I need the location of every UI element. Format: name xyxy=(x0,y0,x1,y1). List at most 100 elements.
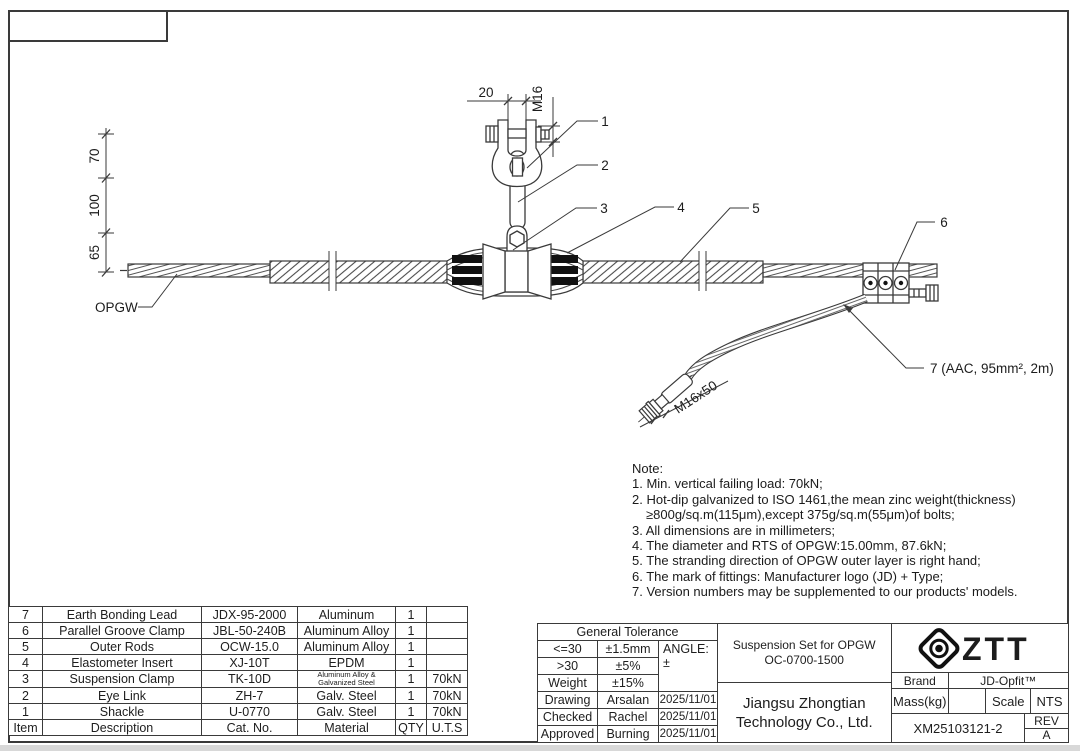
notes-block: Note: 1. Min. vertical failing load: 70k… xyxy=(632,461,1017,600)
part-uts xyxy=(426,638,468,655)
tolerance-range-2: >30 xyxy=(537,656,598,675)
dim-100-label: 100 xyxy=(87,194,102,217)
part-cat-no: OCW-15.0 xyxy=(201,638,298,655)
page-edge-shadow xyxy=(0,745,1080,751)
lead-terminal-bolt xyxy=(638,373,693,424)
drawing-number-cell: XM25103121-2 xyxy=(890,713,1026,743)
part-description: Parallel Groove Clamp xyxy=(42,622,202,639)
angle-label: ANGLE: xyxy=(663,641,709,656)
part-description: Elastometer Insert xyxy=(42,654,202,671)
sig-role-approved: Approved xyxy=(537,724,598,743)
ztt-logo-mark xyxy=(918,627,960,669)
note-line: 7. Version numbers may be supplemented t… xyxy=(632,584,1018,600)
parts-header-row: Item Description Cat. No. Material QTY U… xyxy=(8,719,468,736)
tolerance-range-1: <=30 xyxy=(537,639,598,658)
part-cat-no: ZH-7 xyxy=(201,687,298,704)
callout-6: 6 xyxy=(940,215,948,230)
sig-date-approved: 2025/11/01 xyxy=(658,724,718,743)
opgw-label-text: OPGW xyxy=(95,300,138,315)
note-line: 4. The diameter and RTS of OPGW:15.00mm,… xyxy=(632,538,947,554)
part-qty: 1 xyxy=(395,670,427,688)
part-description: Outer Rods xyxy=(42,638,202,655)
corner-title-box xyxy=(8,10,168,42)
tolerance-angle-cell: ANGLE: ± xyxy=(658,639,718,692)
product-title-line2: OC-0700-1500 xyxy=(764,653,844,668)
shackle xyxy=(485,119,550,188)
tolerance-value-2: ±5% xyxy=(596,656,660,675)
part-cat-no: JBL-50-240B xyxy=(201,622,298,639)
parts-row-6: 6 Parallel Groove Clamp JBL-50-240B Alum… xyxy=(8,622,468,639)
lead-callout-7: 7 (AAC, 95mm², 2m) xyxy=(843,304,1054,376)
sig-name-approved: Burning xyxy=(596,724,660,743)
parts-row-7: 7 Earth Bonding Lead JDX-95-2000 Aluminu… xyxy=(8,606,468,623)
opgw-cable-left xyxy=(120,263,271,278)
ztt-logo-text: ZTT xyxy=(962,631,1030,667)
parts-header-item: Item xyxy=(8,719,43,736)
logo-cell: ZTT xyxy=(890,623,1069,674)
part-item: 4 xyxy=(8,654,43,671)
part-item: 1 xyxy=(8,703,43,720)
brand-value-cell: JD-Opfit™ xyxy=(947,672,1069,690)
note-line: Note: xyxy=(632,461,664,476)
callout-5: 5 xyxy=(752,201,760,216)
product-title-line1: Suspension Set for OPGW xyxy=(732,638,876,653)
part-description: Suspension Clamp xyxy=(42,670,202,688)
note-line: 1. Min. vertical failing load: 70kN; xyxy=(632,476,823,492)
callout-1: 1 xyxy=(601,114,609,129)
sig-role-checked: Checked xyxy=(537,707,598,726)
note-line: 3. All dimensions are in millimeters; xyxy=(632,522,836,538)
callout-2: 2 xyxy=(601,158,609,173)
part-material: Aluminum xyxy=(297,606,396,623)
sig-date-checked: 2025/11/01 xyxy=(658,707,718,726)
sig-name-checked: Rachel xyxy=(596,707,660,726)
part-item: 6 xyxy=(8,622,43,639)
opgw-cable-right xyxy=(762,263,938,278)
parts-row-3: 3 Suspension Clamp TK-10D Aluminum Alloy… xyxy=(8,670,468,688)
scale-value-cell: NTS xyxy=(1030,688,1069,715)
part-material: Aluminum Alloy xyxy=(297,638,396,655)
parts-row-5: 5 Outer Rods OCW-15.0 Aluminum Alloy 1 xyxy=(8,638,468,655)
part-item: 2 xyxy=(8,687,43,704)
part-uts: 70kN xyxy=(426,703,468,720)
part-uts: 70kN xyxy=(426,670,468,688)
part-material: EPDM xyxy=(297,654,396,671)
part-qty: 1 xyxy=(395,687,427,704)
callout-4: 4 xyxy=(677,200,685,215)
sig-role-drawing: Drawing xyxy=(537,690,598,709)
title-block: General Tolerance <=30 ±1.5mm >30 ±5% We… xyxy=(537,623,1069,743)
note-line: 5. The stranding direction of OPGW outer… xyxy=(632,553,981,569)
part-item: 3 xyxy=(8,670,43,688)
parts-row-2: 2 Eye Link ZH-7 Galv. Steel 1 70kN xyxy=(8,687,468,704)
part-cat-no: XJ-10T xyxy=(201,654,298,671)
part-material: Aluminum Alloy xyxy=(297,622,396,639)
rev-value-cell: A xyxy=(1024,727,1069,743)
parts-row-4: 4 Elastometer Insert XJ-10T EPDM 1 xyxy=(8,654,468,671)
product-title-cell: Suspension Set for OPGW OC-0700-1500 xyxy=(716,623,892,684)
part-item: 7 xyxy=(8,606,43,623)
outer-rods-left xyxy=(269,251,448,291)
part-cat-no: JDX-95-2000 xyxy=(201,606,298,623)
part-qty: 1 xyxy=(395,703,427,720)
parts-header-description: Description xyxy=(42,719,202,736)
parts-header-qty: QTY xyxy=(395,719,427,736)
note-line: ≥800g/sq.m(115μm),except 375g/sq.m(55μm)… xyxy=(646,507,955,523)
part-qty: 1 xyxy=(395,638,427,655)
dim-65-label: 65 xyxy=(87,245,102,260)
pg-clamp-side-bolt xyxy=(908,284,939,302)
angle-value: ± xyxy=(663,655,670,670)
parts-table: 7 Earth Bonding Lead JDX-95-2000 Aluminu… xyxy=(8,606,468,736)
dim-m16-label: M16 xyxy=(530,86,545,112)
part-qty: 1 xyxy=(395,606,427,623)
dim-70-label: 70 xyxy=(87,148,102,163)
callouts: 1 2 3 4 5 6 xyxy=(512,114,948,271)
dimension-20-m16: 20 M16 xyxy=(467,85,560,157)
callout-3: 3 xyxy=(600,201,608,216)
scale-label-cell: Scale xyxy=(985,688,1032,715)
parts-header-cat-no: Cat. No. xyxy=(201,719,298,736)
part-qty: 1 xyxy=(395,654,427,671)
parallel-groove-clamp xyxy=(862,262,939,304)
elastomer-insert-bars xyxy=(452,255,578,285)
opgw-label: OPGW xyxy=(95,273,178,315)
parts-row-1: 1 Shackle U-0770 Galv. Steel 1 70kN xyxy=(8,703,468,720)
